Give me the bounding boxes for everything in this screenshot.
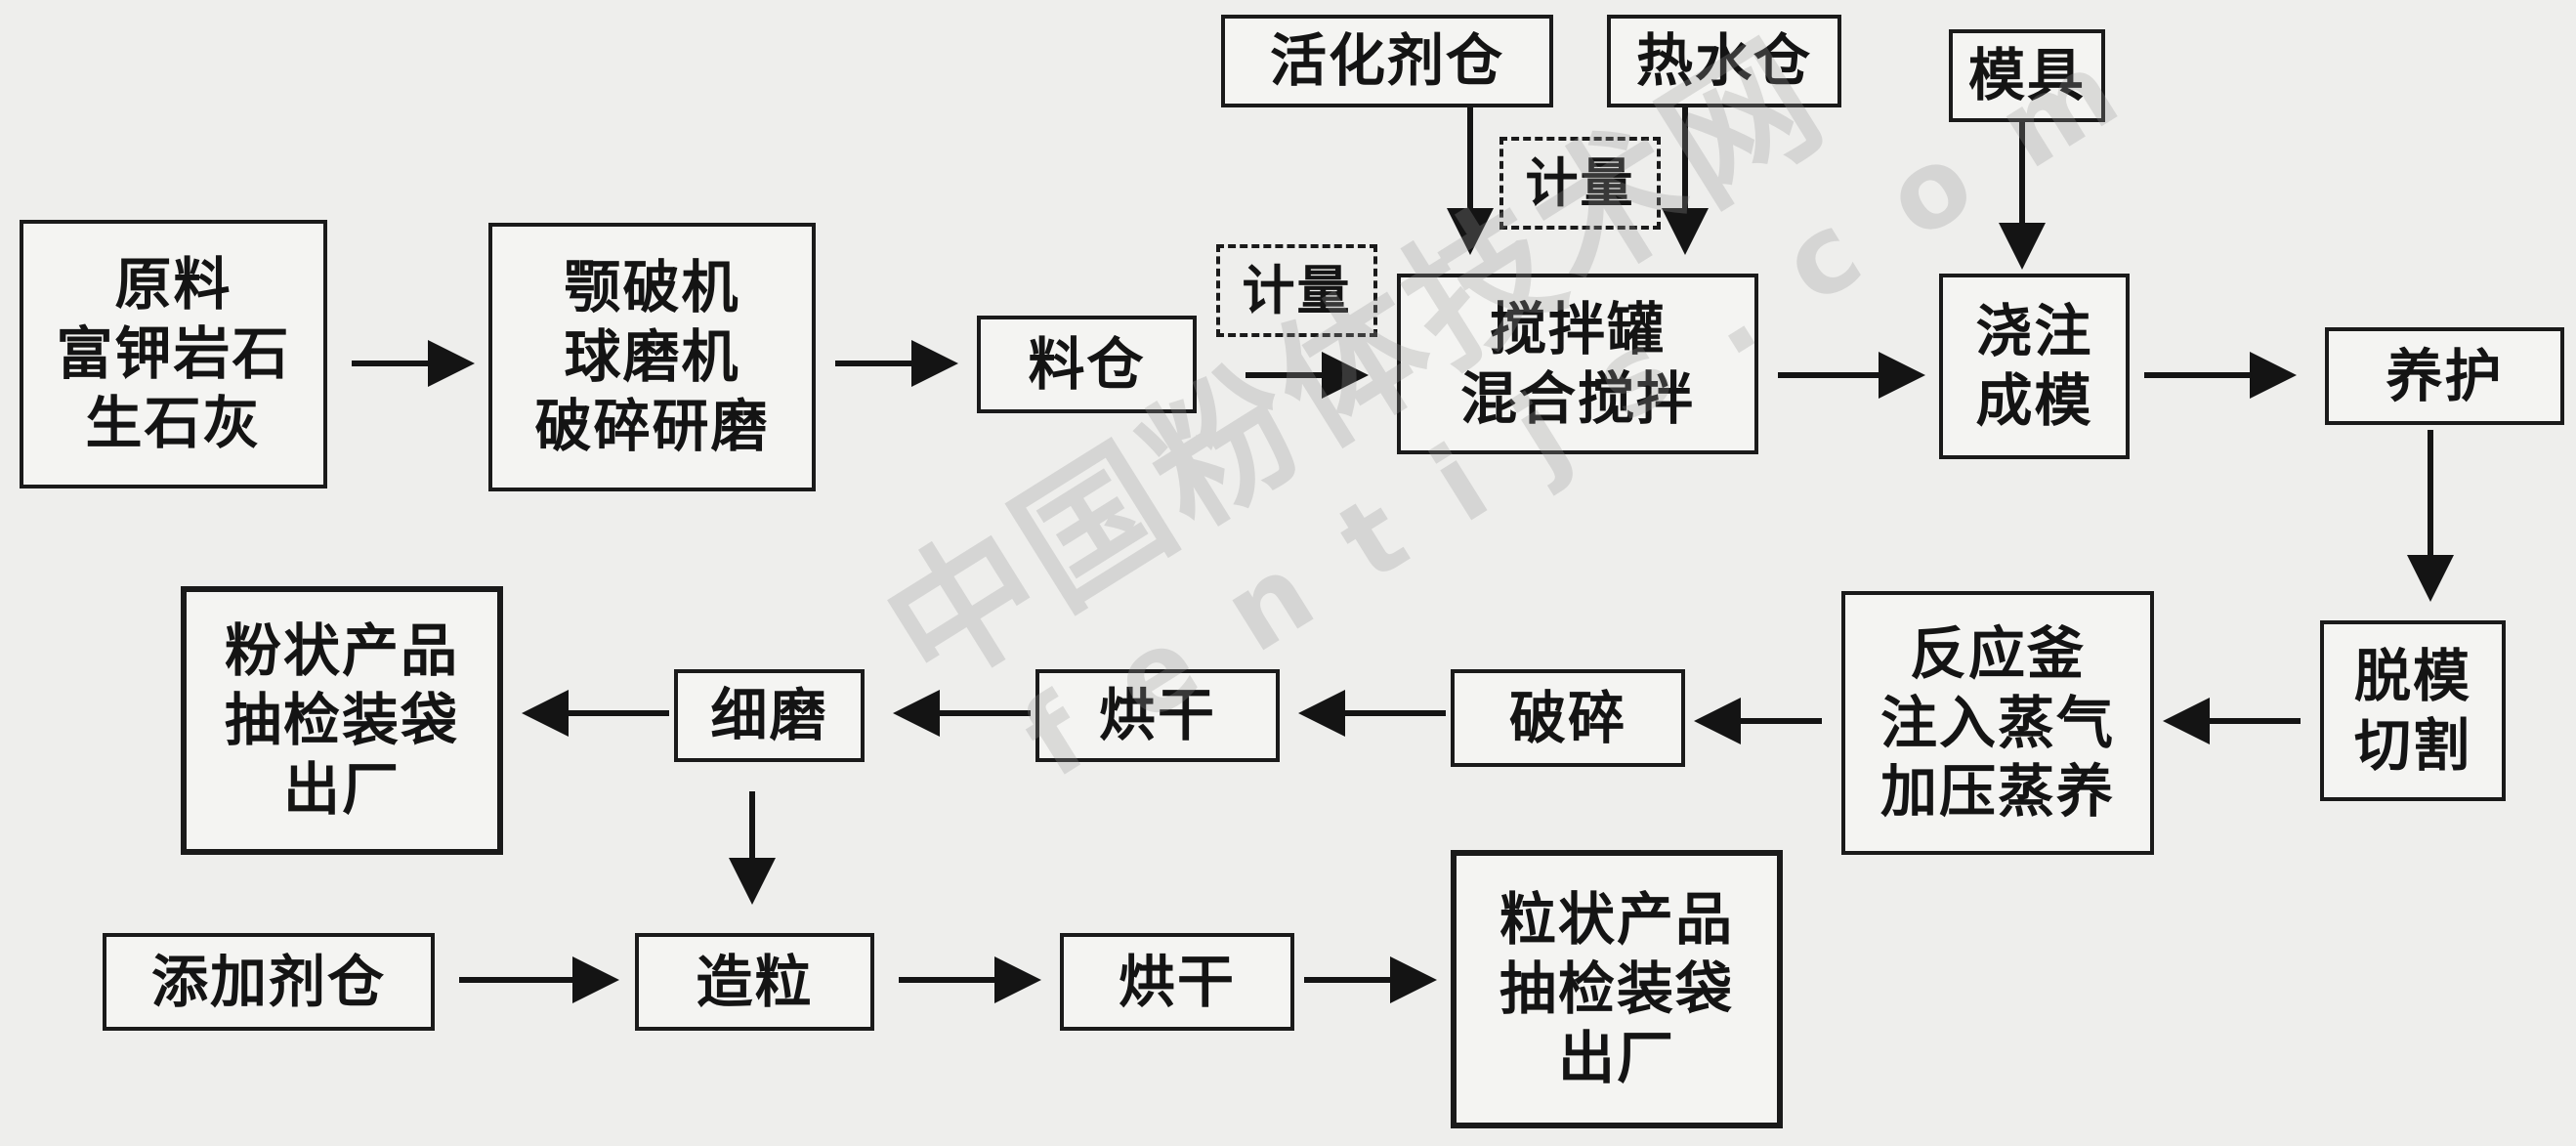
raw-material-line-1: 原料 bbox=[114, 251, 232, 318]
breaking-box: 破碎 bbox=[1451, 669, 1685, 767]
crusher-box: 颚破机 球磨机 破碎研磨 bbox=[488, 223, 816, 491]
casting-line-2: 成模 bbox=[1975, 367, 2093, 434]
granular-product-box: 粒状产品 抽检装袋 出厂 bbox=[1451, 850, 1783, 1128]
additive-silo-label: 添加剂仓 bbox=[150, 948, 386, 1015]
drying-box-2: 烘干 bbox=[1060, 933, 1294, 1031]
powder-product-line-2: 抽检装袋 bbox=[224, 687, 459, 754]
demold-box: 脱模 切割 bbox=[2320, 620, 2506, 801]
additive-silo-box: 添加剂仓 bbox=[103, 933, 435, 1031]
drying-label-1: 烘干 bbox=[1098, 682, 1216, 749]
fine-grinding-box: 细磨 bbox=[674, 669, 865, 762]
granular-product-line-1: 粒状产品 bbox=[1499, 886, 1734, 954]
mixer-box: 搅拌罐 混合搅拌 bbox=[1397, 274, 1758, 454]
meter-box-2: 计量 bbox=[1499, 137, 1661, 230]
raw-material-line-3: 生石灰 bbox=[85, 389, 262, 456]
raw-material-box: 原料 富钾岩石 生石灰 bbox=[20, 220, 327, 488]
drying-box-1: 烘干 bbox=[1035, 669, 1280, 762]
granular-product-line-3: 出厂 bbox=[1557, 1024, 1675, 1091]
powder-product-box: 粉状产品 抽检装袋 出厂 bbox=[181, 586, 503, 855]
breaking-label: 破碎 bbox=[1508, 684, 1626, 751]
mixer-line-1: 搅拌罐 bbox=[1489, 295, 1666, 362]
demold-line-2: 切割 bbox=[2353, 711, 2471, 779]
activator-silo-label: 活化剂仓 bbox=[1269, 27, 1504, 95]
granulation-label: 造粒 bbox=[696, 948, 814, 1015]
curing-box: 养护 bbox=[2325, 327, 2564, 425]
meter-label-1: 计量 bbox=[1242, 259, 1352, 321]
crusher-line-3: 破碎研磨 bbox=[534, 392, 770, 459]
casting-line-1: 浇注 bbox=[1975, 298, 2093, 365]
meter-label-2: 计量 bbox=[1525, 151, 1635, 214]
silo-box: 料仓 bbox=[977, 316, 1197, 413]
raw-material-line-2: 富钾岩石 bbox=[56, 320, 291, 388]
granulation-box: 造粒 bbox=[635, 933, 874, 1031]
reactor-line-2: 注入蒸气 bbox=[1879, 689, 2115, 756]
powder-product-line-1: 粉状产品 bbox=[224, 617, 459, 685]
curing-label: 养护 bbox=[2386, 342, 2504, 409]
drying-label-2: 烘干 bbox=[1118, 948, 1236, 1015]
mold-box: 模具 bbox=[1949, 29, 2105, 122]
hot-water-silo-box: 热水仓 bbox=[1607, 15, 1841, 107]
hot-water-silo-label: 热水仓 bbox=[1635, 27, 1812, 95]
reactor-line-3: 加压蒸养 bbox=[1879, 758, 2115, 826]
meter-box-1: 计量 bbox=[1216, 244, 1377, 337]
reactor-line-1: 反应釜 bbox=[1909, 619, 2086, 687]
fine-grinding-label: 细磨 bbox=[710, 682, 828, 749]
granular-product-line-2: 抽检装袋 bbox=[1499, 955, 1734, 1023]
demold-line-1: 脱模 bbox=[2353, 642, 2471, 709]
reactor-box: 反应釜 注入蒸气 加压蒸养 bbox=[1841, 591, 2154, 855]
mixer-line-2: 混合搅拌 bbox=[1459, 364, 1695, 432]
powder-product-line-3: 出厂 bbox=[282, 755, 401, 823]
mold-label: 模具 bbox=[1967, 42, 2086, 109]
activator-silo-box: 活化剂仓 bbox=[1221, 15, 1553, 107]
casting-box: 浇注 成模 bbox=[1939, 274, 2130, 459]
crusher-line-2: 球磨机 bbox=[564, 323, 740, 391]
crusher-line-1: 颚破机 bbox=[564, 254, 740, 321]
silo-label: 料仓 bbox=[1028, 330, 1146, 398]
